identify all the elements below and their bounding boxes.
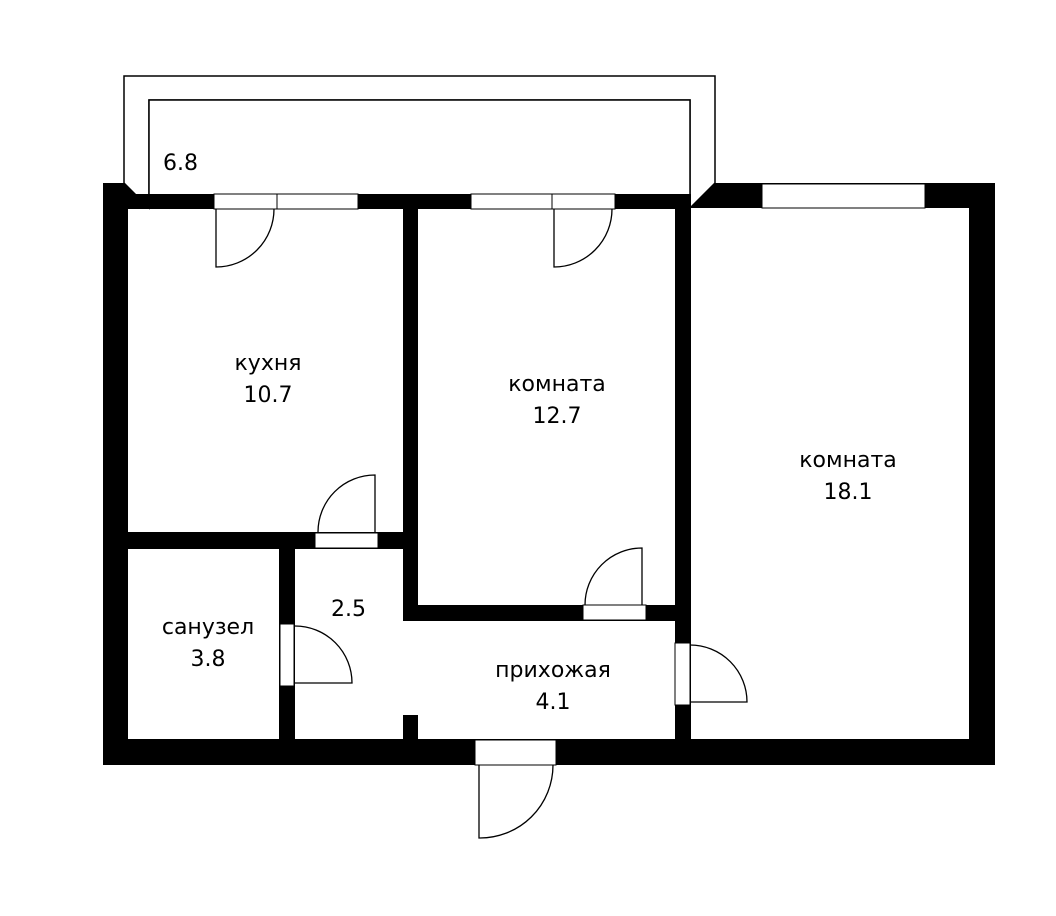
kitchen-name: кухня [234,351,302,376]
balcony [123,75,716,210]
room-right-door-opening [674,642,691,706]
kitchen-door-swing-icon [317,474,376,533]
kitchen-door-opening [314,532,379,549]
room-right-label: комната 18.1 [799,445,897,509]
room-middle-name: комната [508,372,606,397]
outer-wall-right [969,183,995,765]
room-middle-label: комната 12.7 [508,369,606,433]
room-middle-area: 12.7 [532,404,582,429]
entrance-door-swing-icon [478,764,554,839]
corridor-area: 2.5 [331,597,366,622]
entrance-door-opening [474,739,557,766]
wall-room-right [675,194,691,740]
outer-wall-left [103,183,149,740]
corridor-label: 2.5 [331,594,366,626]
bathroom-door-opening [279,623,295,687]
room-middle-door-swing-icon [584,547,643,606]
room-right-name: комната [799,448,897,473]
hallway-name: прихожая [495,658,611,683]
hallway-label: прихожая 4.1 [495,655,611,719]
kitchen-area: 10.7 [243,383,293,408]
door-swings [215,208,748,839]
balcony-area: 6.8 [163,151,198,176]
kitchen-label: кухня 10.7 [235,348,302,412]
bathroom-door-swing-icon [294,625,353,684]
bathroom-label: санузел 3.8 [162,612,254,676]
wall-room-middle-bottom [403,605,691,621]
room-right-door-swing-icon [689,644,748,703]
kitchen-window [276,193,359,210]
right-room-window [761,183,926,209]
room-right-area: 18.1 [823,480,873,505]
balcony-inner-outline [148,99,691,198]
wall-kitchen-room [403,208,418,620]
room-balcony-door-swing-icon [553,208,613,268]
bathroom-area: 3.8 [190,647,226,672]
kitchen-balcony-door-opening [213,193,278,210]
balcony-label: 6.8 [163,148,198,180]
room-window [470,193,553,210]
room-balcony-door-opening [551,193,616,210]
wall-stub [403,715,418,740]
hallway-area: 4.1 [535,690,571,715]
openings [213,183,926,766]
kitchen-balcony-door-swing-icon [215,208,275,268]
bathroom-name: санузел [161,615,255,640]
room-middle-door-opening [582,604,647,621]
